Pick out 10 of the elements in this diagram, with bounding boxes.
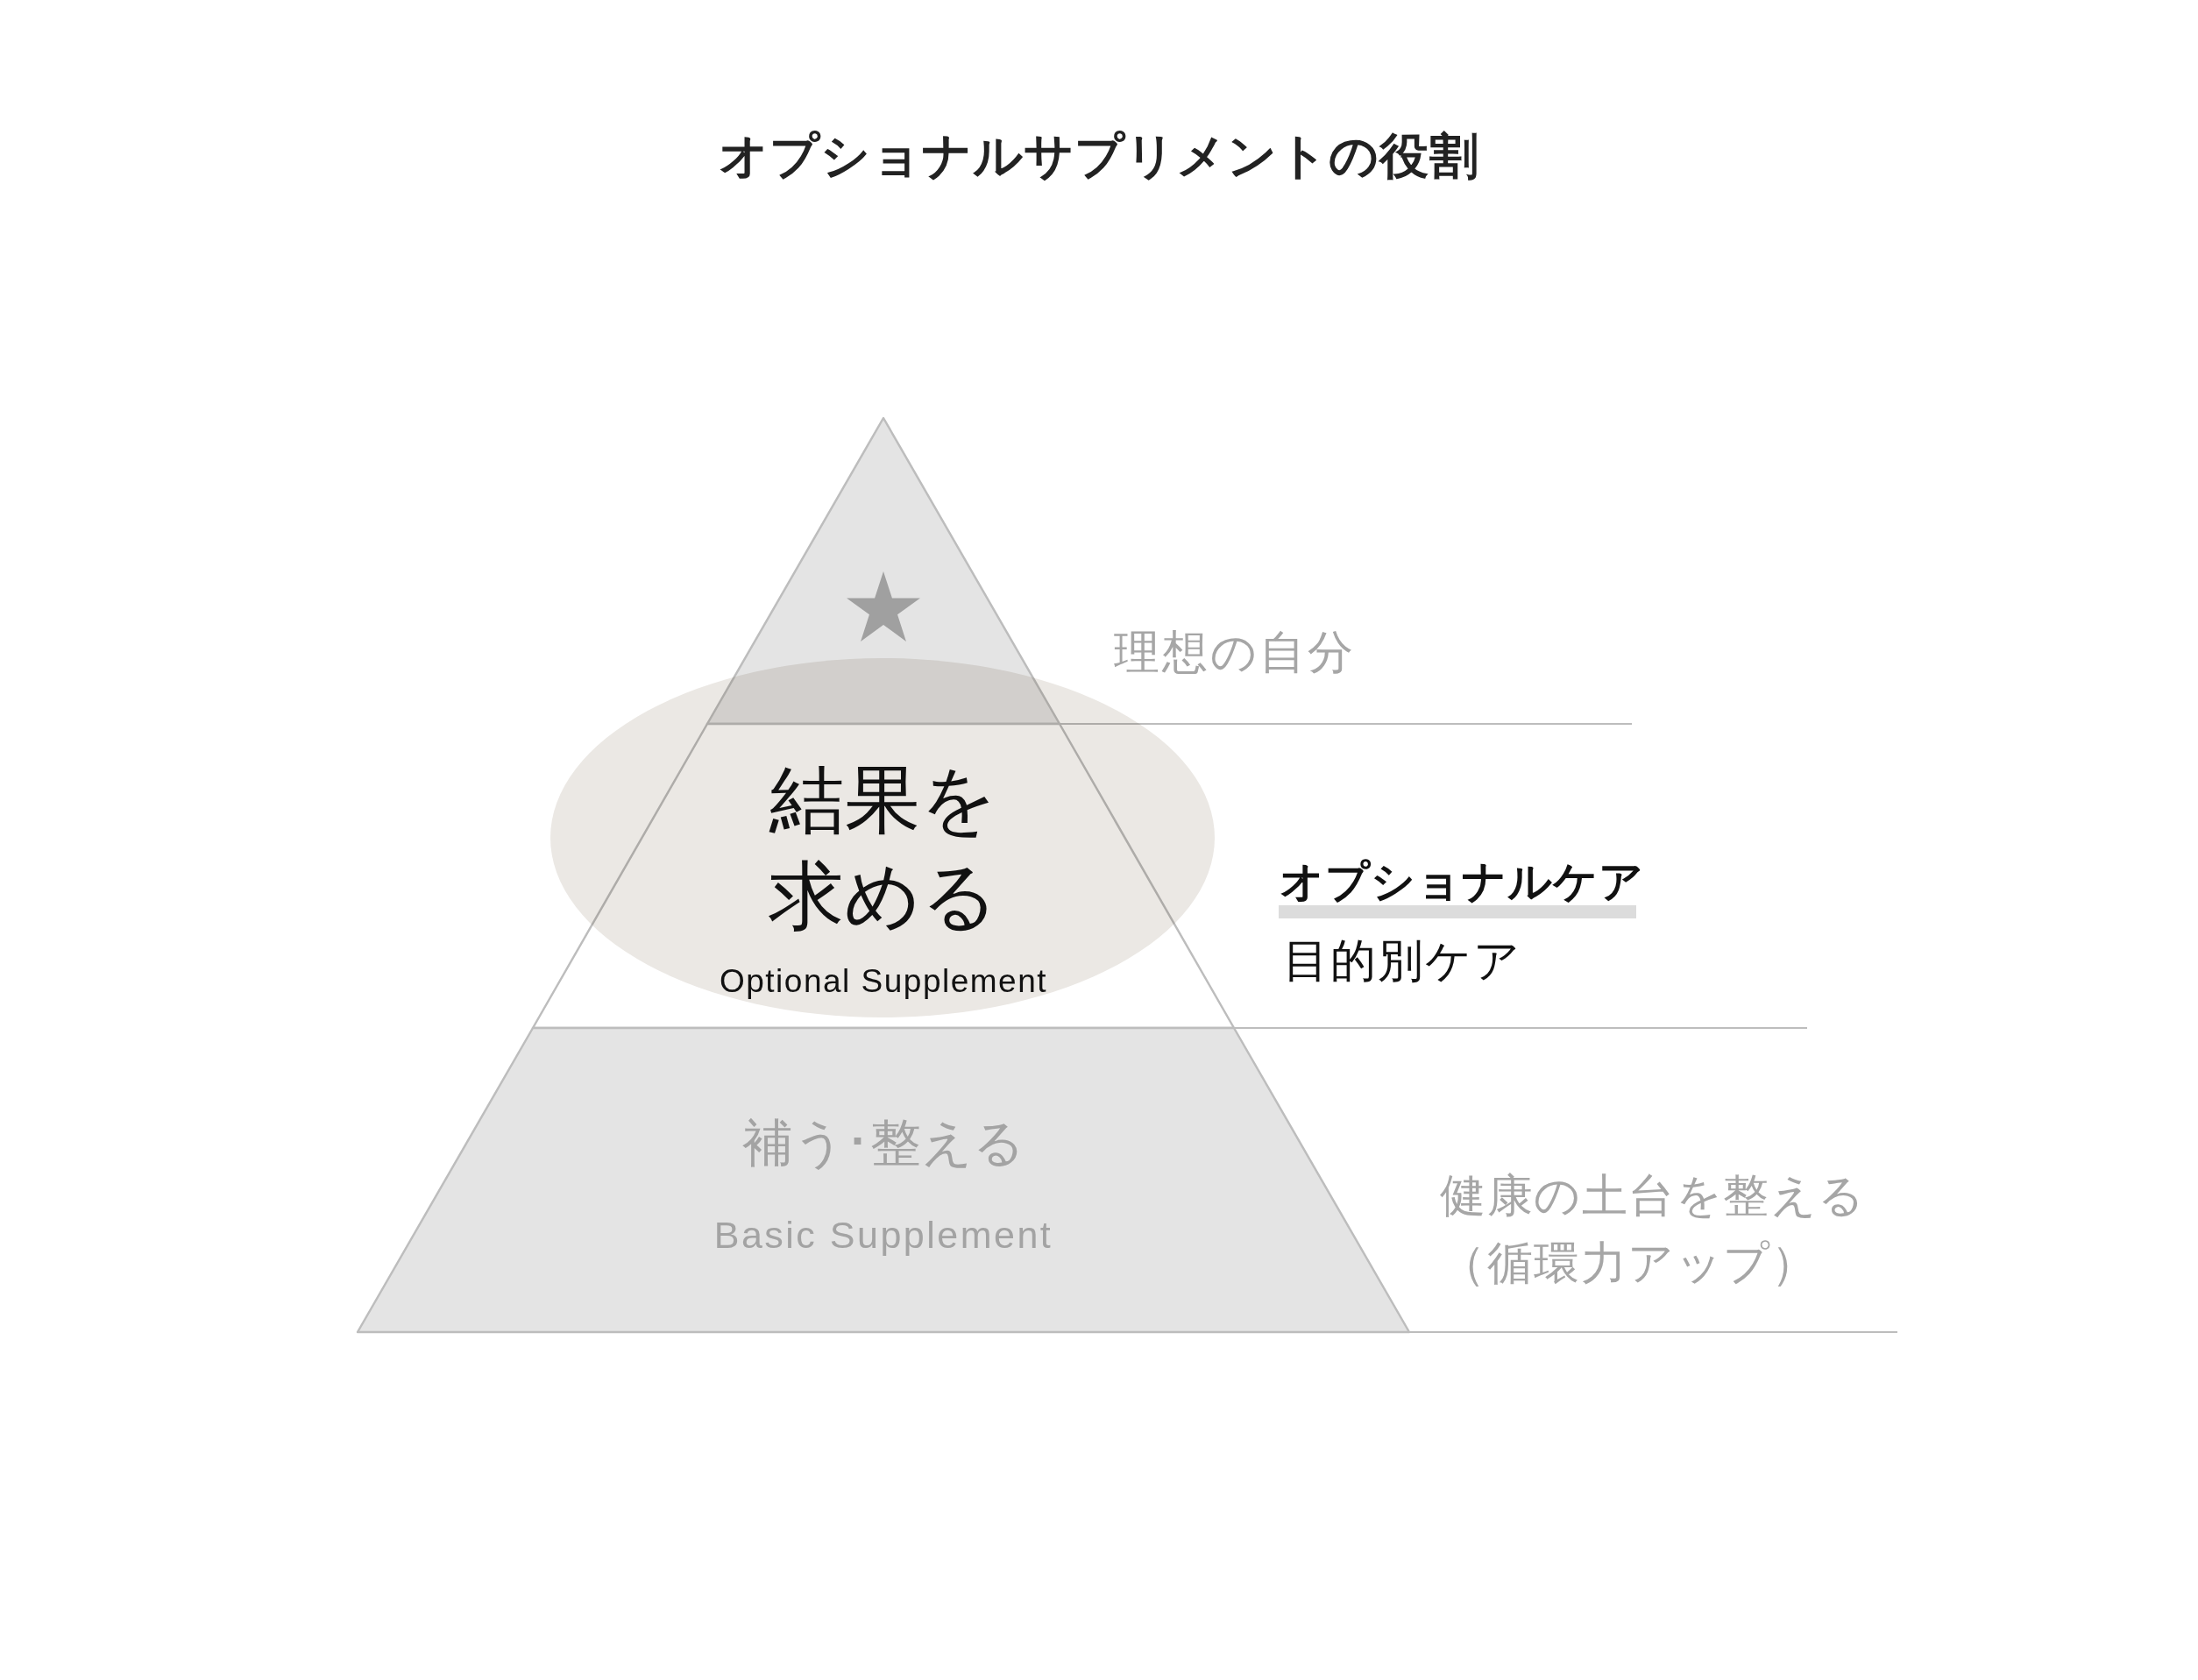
pyramid-tier: [358, 1028, 1409, 1332]
side-heading: オプショナルケア: [1280, 860, 1644, 904]
side-label: 健康の土台を整える（循環力アップ）: [1440, 1169, 1867, 1290]
side-label: 理想の自分: [1114, 625, 1356, 679]
title: オプショナルサプリメントの役割: [719, 127, 1479, 186]
side-label: 目的別ケア: [1283, 933, 1521, 988]
tier-heading: 補う･整える: [742, 1114, 1025, 1174]
tier-subtitle: Basic Supplement: [713, 1214, 1053, 1258]
tier-subtitle: Optional Supplement: [719, 962, 1048, 1001]
tier-heading: 結果を求める: [768, 756, 999, 940]
